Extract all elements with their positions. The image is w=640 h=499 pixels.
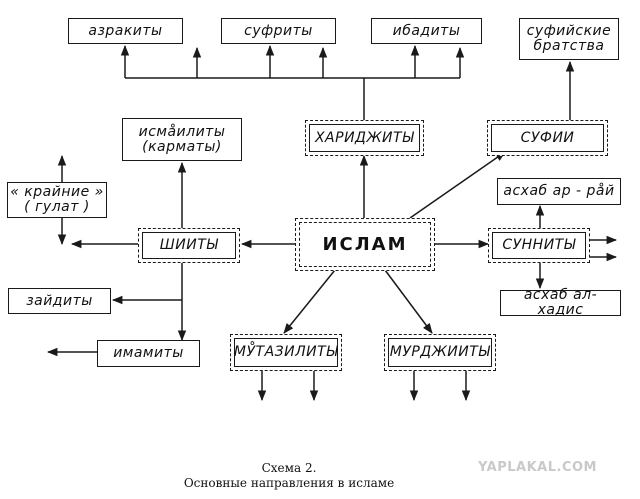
ibadity-label: ибадиты — [392, 22, 461, 39]
sufrity-box: суфриты — [221, 18, 336, 44]
sufii-label: СУФИИ — [520, 129, 575, 146]
sufiiskie-bratstva-label: суфийские братства — [526, 23, 612, 54]
ashab-al-hadis-box: асхаб ал-хадис — [500, 287, 621, 318]
ashab-al-hadis-label: асхаб ал-хадис — [523, 287, 598, 318]
islam-label: ИСЛАМ — [322, 234, 408, 255]
krainie-gulat-label: « крайние » ( гулат ) — [10, 184, 104, 215]
islam-box: ИСЛАМ — [295, 218, 435, 271]
watermark-text: YAPLAKAL.COM — [478, 460, 597, 475]
sufrity-label: суфриты — [244, 22, 313, 39]
ibadity-box: ибадиты — [371, 18, 482, 44]
imamity-box: имамиты — [97, 340, 200, 367]
azrakity-label: азракиты — [88, 22, 163, 39]
caption-title: Основные направления в исламе — [183, 476, 395, 490]
sunnity-box: СУННИТЫ — [488, 228, 590, 263]
kharidzhity-box: ХАРИДЖИТЫ — [305, 120, 424, 156]
azrakity-box: азракиты — [68, 18, 183, 44]
figure-caption: Схема 2. Основные направления в исламе — [0, 461, 640, 491]
caption-number: Схема 2. — [261, 461, 317, 475]
ismaility-box: исма̊илиты (карматы) — [122, 118, 242, 161]
mutazility-label: МУ̊ТАЗИЛИТЫ — [233, 344, 339, 360]
shiity-label: ШИИТЫ — [159, 237, 219, 253]
islam-to-sufii-arrow — [409, 151, 506, 219]
islam-to-murdzhiity-arrow — [384, 269, 433, 334]
islam-to-mutazility-arrow — [283, 269, 336, 334]
murdzhiity-box: МУРДЖИИТЫ — [384, 334, 496, 371]
sunnity-label: СУННИТЫ — [502, 237, 576, 253]
imamity-label: имамиты — [113, 345, 184, 361]
zaidity-label: зайдиты — [26, 292, 93, 309]
mutazility-box: МУ̊ТАЗИЛИТЫ — [230, 334, 342, 371]
ashab-ar-rai-label: асхаб ар - ра̊й — [503, 183, 615, 199]
murdzhiity-label: МУРДЖИИТЫ — [389, 344, 491, 360]
zaidity-box: зайдиты — [8, 288, 111, 314]
kharidzhity-label: ХАРИДЖИТЫ — [314, 129, 415, 146]
ashab-ar-rai-box: асхаб ар - ра̊й — [497, 178, 621, 205]
shiity-box: ШИИТЫ — [138, 228, 240, 263]
sufiiskie-bratstva-box: суфийские братства — [519, 18, 619, 60]
ismaility-label: исма̊илиты (карматы) — [138, 123, 226, 155]
sufii-box: СУФИИ — [487, 120, 608, 156]
krainie-gulat-box: « крайние » ( гулат ) — [7, 182, 107, 218]
